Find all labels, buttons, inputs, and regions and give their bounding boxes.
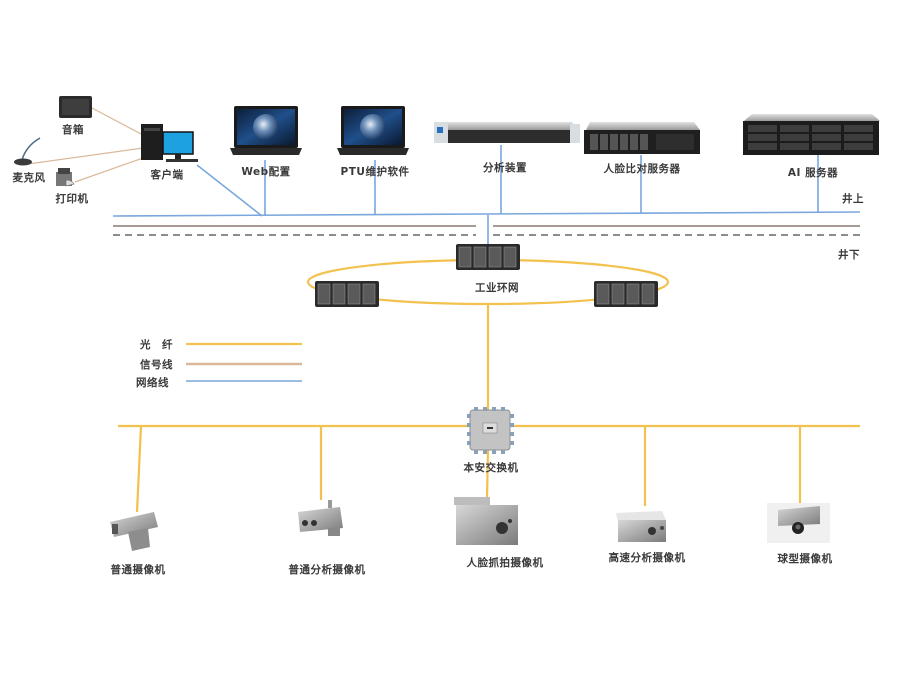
switch-port [510, 432, 514, 436]
ptu-laptop-icon [337, 106, 409, 155]
web-config-laptop-icon [230, 106, 302, 155]
ring-switch-icon [456, 244, 520, 270]
speaker-icon [59, 96, 92, 118]
switch-port [492, 407, 496, 411]
ai-server-icon [743, 114, 880, 155]
switch-port [467, 414, 471, 418]
switch-port [510, 423, 514, 427]
client-computer-icon [141, 124, 198, 162]
drive-bay [844, 143, 873, 150]
wire-client-bus [196, 164, 263, 217]
normal-analysis-camera-icon [298, 500, 343, 536]
normal-camera-icon [110, 512, 158, 551]
normal-camera-label: 普通摄像机 [110, 564, 166, 576]
legend-signal-label: 信号线 [140, 359, 173, 371]
hs-analysis-camera-label: 高速分析摄像机 [608, 552, 686, 564]
fiber-drop-1 [135, 425, 143, 513]
ground-divider [113, 225, 860, 236]
drive-bay [812, 143, 841, 150]
switch-port [492, 450, 496, 454]
ptu-software-label: PTU维护软件 [340, 166, 410, 178]
wire-printer-client [74, 157, 144, 183]
drive-bay [780, 134, 809, 141]
dome-camera-label: 球型摄像机 [777, 553, 833, 565]
intrinsic-switch-label: 本安交换机 [463, 462, 519, 474]
switch-port [501, 450, 505, 454]
wire-mic-client [27, 147, 144, 165]
intrinsic-switch-icon [467, 407, 514, 454]
normal-analysis-camera-label: 普通分析摄像机 [288, 564, 366, 576]
switch-port [483, 407, 487, 411]
printer-icon [56, 168, 75, 187]
speaker-label: 音箱 [62, 124, 84, 136]
face-server-icon [584, 122, 700, 154]
legend-lines [186, 342, 302, 382]
face-capture-camera-label: 人脸抓拍摄像机 [466, 557, 544, 569]
below-ground-label: 井下 [838, 249, 860, 261]
drive-bay [780, 143, 809, 150]
switch-port [467, 423, 471, 427]
switch-port [510, 441, 514, 445]
ring-switch-icon [315, 281, 379, 307]
client-label: 客户端 [150, 169, 184, 181]
switch-port [467, 441, 471, 445]
switch-port [510, 414, 514, 418]
network-bus [112, 211, 861, 217]
switch-port [474, 450, 478, 454]
microphone-label: 麦克风 [12, 172, 46, 184]
switch-port [467, 432, 471, 436]
ring-switch-icon [594, 281, 658, 307]
printer-label: 打印机 [55, 193, 89, 205]
ai-server-label: AI 服务器 [787, 167, 839, 179]
legend-network-label: 网络线 [136, 377, 169, 389]
face-server-label: 人脸比对服务器 [603, 163, 681, 175]
signal-wires [27, 107, 144, 183]
drive-bay [844, 134, 873, 141]
switch-port [474, 407, 478, 411]
switch-port [501, 407, 505, 411]
drive-bay [748, 143, 777, 150]
legend-fiber-label: 光 纤 [140, 339, 173, 351]
dome-camera-icon [767, 503, 830, 543]
drive-bay [748, 134, 777, 141]
switch-port [483, 450, 487, 454]
drive-bay [780, 125, 809, 132]
above-ground-label: 井上 [842, 193, 864, 205]
drive-bay [812, 134, 841, 141]
drive-bay [812, 125, 841, 132]
analysis-device-label: 分析装置 [483, 162, 527, 174]
ring-network-label: 工业环网 [475, 282, 519, 294]
drive-bay [748, 125, 777, 132]
fiber-drop-3 [485, 449, 490, 499]
web-config-label: Web配置 [241, 166, 291, 178]
drive-bay [844, 125, 873, 132]
wire-speaker-client [91, 107, 144, 136]
microphone-icon [14, 137, 41, 166]
face-capture-camera-icon [454, 497, 518, 545]
network-wires [112, 145, 861, 250]
hs-analysis-camera-icon [616, 511, 666, 542]
analysis-device-icon [434, 122, 580, 143]
